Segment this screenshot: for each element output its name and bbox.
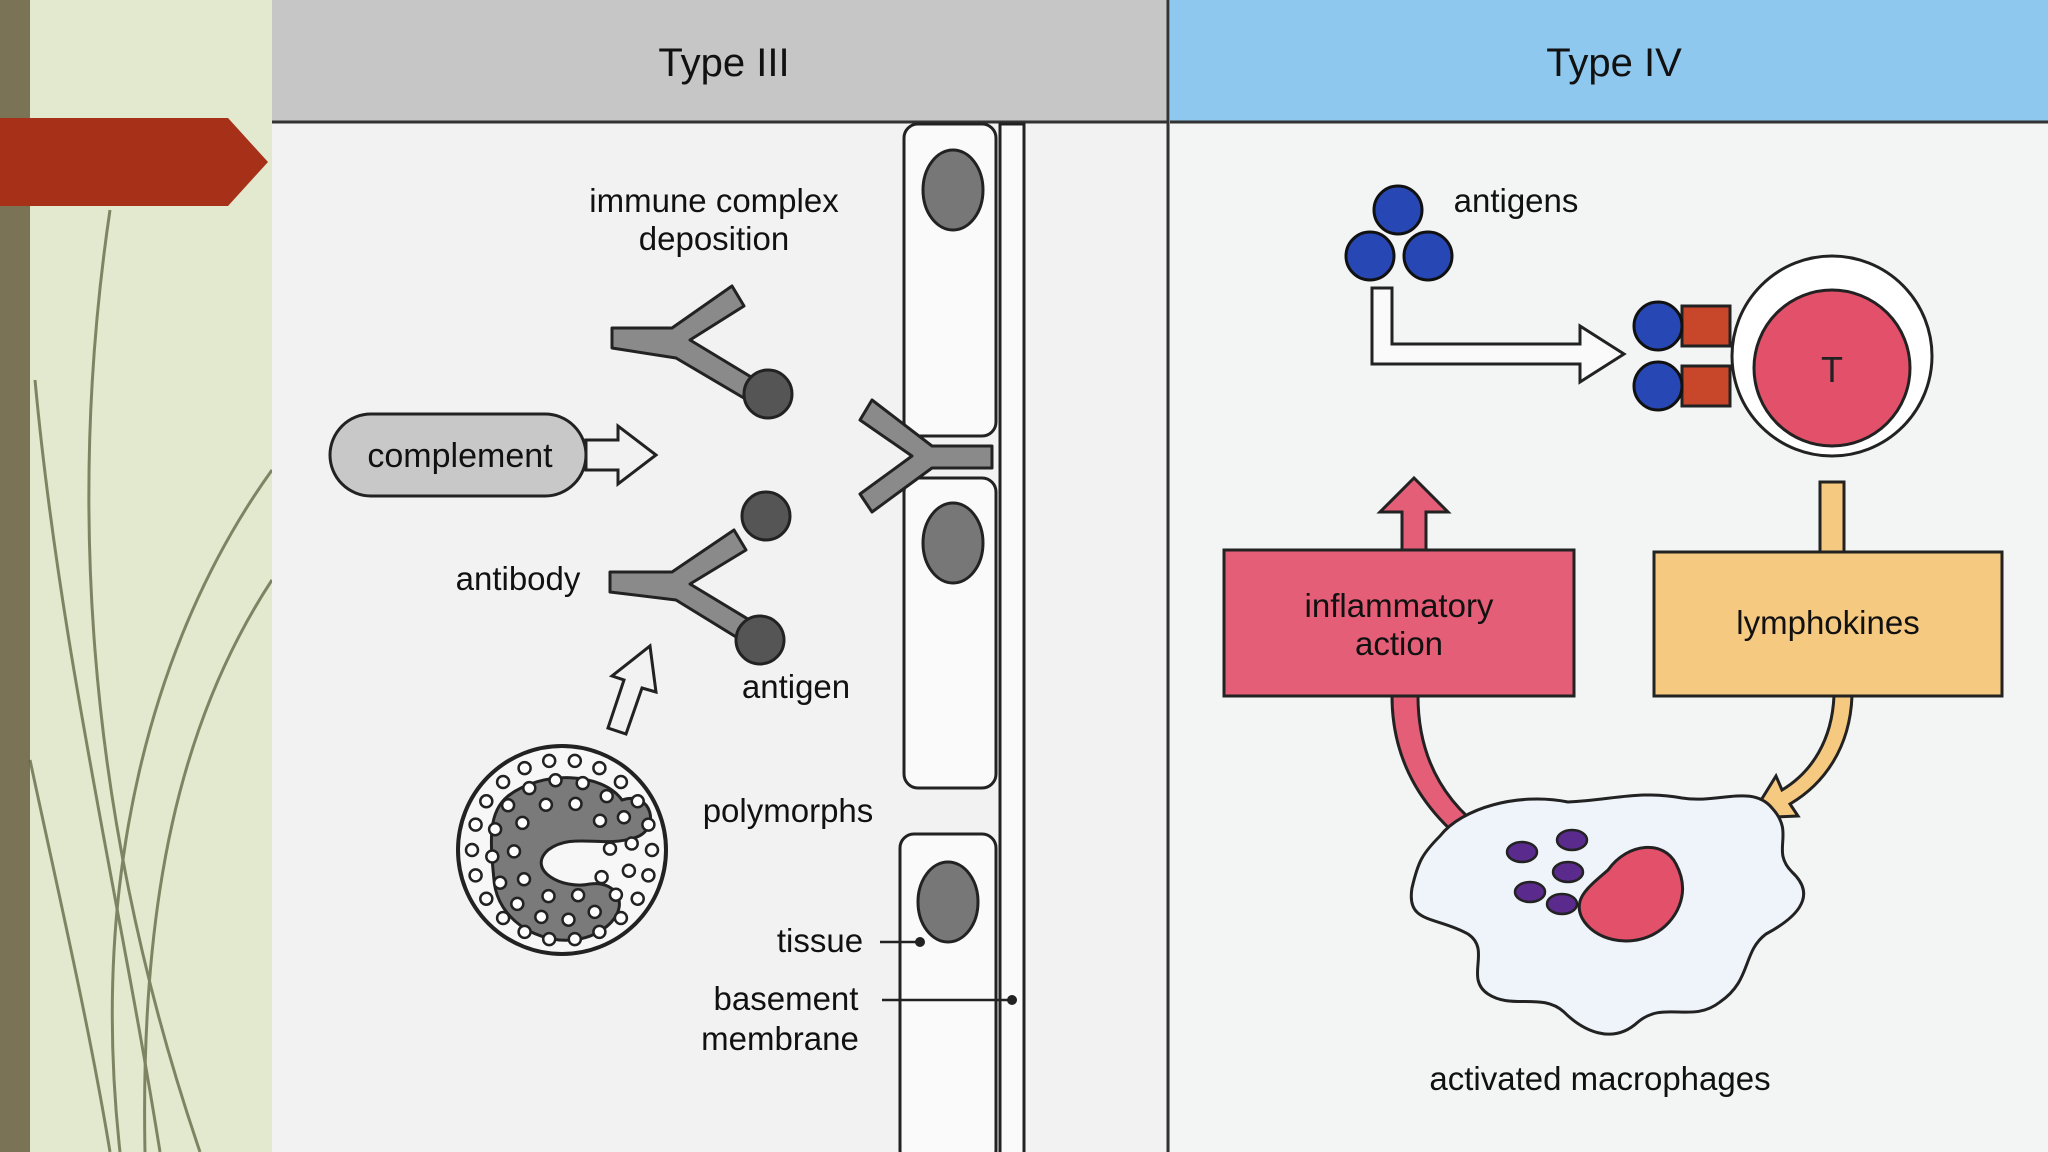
basement-membrane-label-line1: basement <box>714 980 859 1017</box>
inflammatory-label-line2: action <box>1355 625 1443 662</box>
lymphokines-label: lymphokines <box>1736 604 1919 641</box>
type3-title: Type III <box>658 41 789 85</box>
antigens-label: antigens <box>1454 182 1579 219</box>
activated-macrophage <box>1409 793 1806 1036</box>
inflammatory-action-box <box>1222 548 1576 698</box>
tissue-cells <box>898 122 998 1152</box>
hypersensitivity-figure: Type III <box>272 0 2048 1152</box>
type4-header <box>1170 0 2048 122</box>
type3-header <box>272 0 1168 122</box>
basement-membrane <box>998 122 1026 1152</box>
t-cell: T <box>1632 254 1934 458</box>
tissue-label: tissue <box>777 922 863 959</box>
type4-panel: Type IV antigens T <box>1170 0 2048 1152</box>
antigen-label: antigen <box>742 668 850 705</box>
decorative-grass-lines <box>28 209 272 1152</box>
type4-title: Type IV <box>1546 41 1682 85</box>
polymorph-arrow <box>606 643 658 736</box>
cell-nuclei <box>916 148 985 944</box>
polymorphs-label: polymorphs <box>703 792 874 829</box>
t-cell-label: T <box>1821 349 1843 390</box>
immune-complex-label-line2: deposition <box>639 220 789 257</box>
lymphokines-box <box>1652 550 2004 698</box>
inflammatory-up-arrow <box>1376 475 1452 552</box>
deposited-antigens <box>734 368 794 666</box>
red-arrow-banner <box>0 118 268 206</box>
macrophages-label: activated macrophages <box>1429 1060 1770 1097</box>
free-antigens <box>1344 184 1454 282</box>
immune-complex-label-line1: immune complex <box>589 182 839 219</box>
antibody-label: antibody <box>456 560 581 597</box>
lymphokines-to-macrophage-arrow <box>1747 694 1854 820</box>
type3-panel: Type III <box>272 0 1170 1152</box>
inflammatory-label-line1: inflammatory <box>1305 587 1494 624</box>
immune-complex <box>608 284 994 650</box>
basement-membrane-label-line2: membrane <box>701 1020 859 1057</box>
antigen-to-tcell-arrow <box>1370 286 1627 385</box>
polymorph-cell <box>456 744 668 956</box>
complement-label: complement <box>367 437 553 475</box>
banner-shape <box>0 118 268 206</box>
complement-element: complement <box>328 412 659 498</box>
